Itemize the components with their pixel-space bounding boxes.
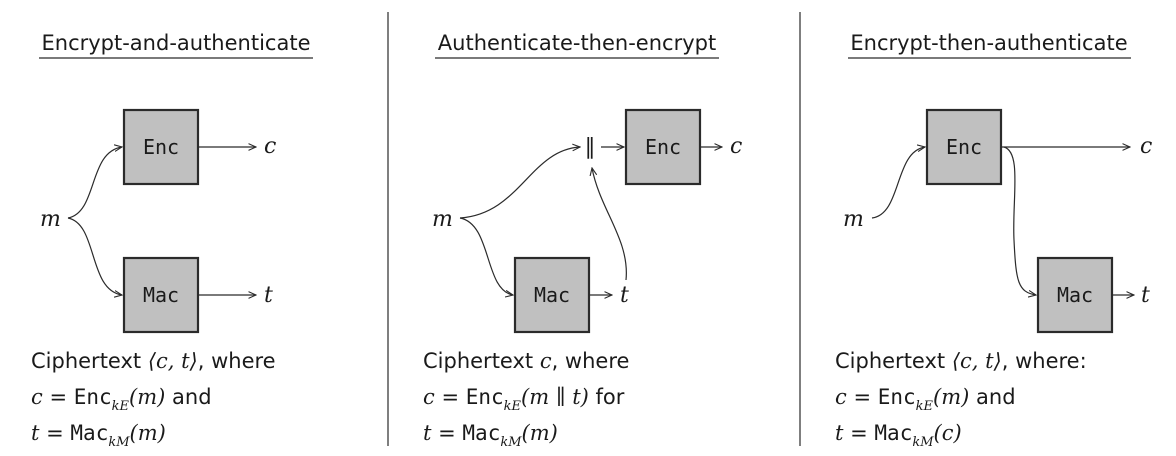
caption-line-2: c = EnckE(m ∥ t) for [423,385,625,414]
caption-line-2: c = EnckE(m) and [31,385,212,414]
caption-line-1: Ciphertext c, where [423,349,629,373]
enc-box [925,108,1003,186]
mac-box-label: Mac [534,283,570,307]
mac-box [513,256,591,334]
caption-line-3: t = MackM(m) [31,421,166,450]
panel-encrypt-then-authenticate: Encrypt-then-authenticate Enc Mac m c t … [835,31,1152,450]
enc-box [122,108,200,186]
caption-line-3: t = MackM(m) [423,421,558,450]
message-label: m [432,207,453,232]
arrow-m-to-enc [871,147,925,219]
arrow-t-to-concat [592,168,627,281]
caption-line-1: Ciphertext ⟨c, t⟩, where [31,349,276,373]
arrow-m-to-enc [67,147,122,219]
tag-label: t [620,283,629,308]
panel-title: Encrypt-then-authenticate [850,31,1127,55]
concat-symbol: ∥ [585,135,596,160]
arrow-m-to-mac [67,217,122,295]
ciphertext-label: c [730,134,742,159]
caption-line-2: c = EnckE(m) and [835,385,1016,414]
caption-line-1: Ciphertext ⟨c, t⟩, where: [835,349,1087,373]
arrow-m-to-mac [459,217,513,295]
message-label: m [843,207,864,232]
enc-box-label: Enc [143,135,179,159]
caption-line-3: t = MackM(c) [835,421,962,450]
message-label: m [40,207,61,232]
enc-box-label: Enc [946,135,982,159]
panel-title: Authenticate-then-encrypt [438,31,716,55]
enc-box-label: Enc [645,135,681,159]
tag-label: t [1141,283,1150,308]
mac-box [1036,256,1114,334]
tag-label: t [264,283,273,308]
panel-encrypt-and-authenticate: Encrypt-and-authenticate Enc Mac m c t C… [31,31,313,450]
ciphertext-label: c [1140,134,1152,159]
arrow-c-to-mac [1003,146,1036,295]
ciphertext-label: c [264,134,276,159]
mac-box [122,256,200,334]
mac-box-label: Mac [143,283,179,307]
mac-box-label: Mac [1057,283,1093,307]
panel-authenticate-then-encrypt: Authenticate-then-encrypt Enc Mac ∥ m c … [423,31,742,450]
arrow-m-to-concat [459,147,580,219]
panel-title: Encrypt-and-authenticate [41,31,310,55]
